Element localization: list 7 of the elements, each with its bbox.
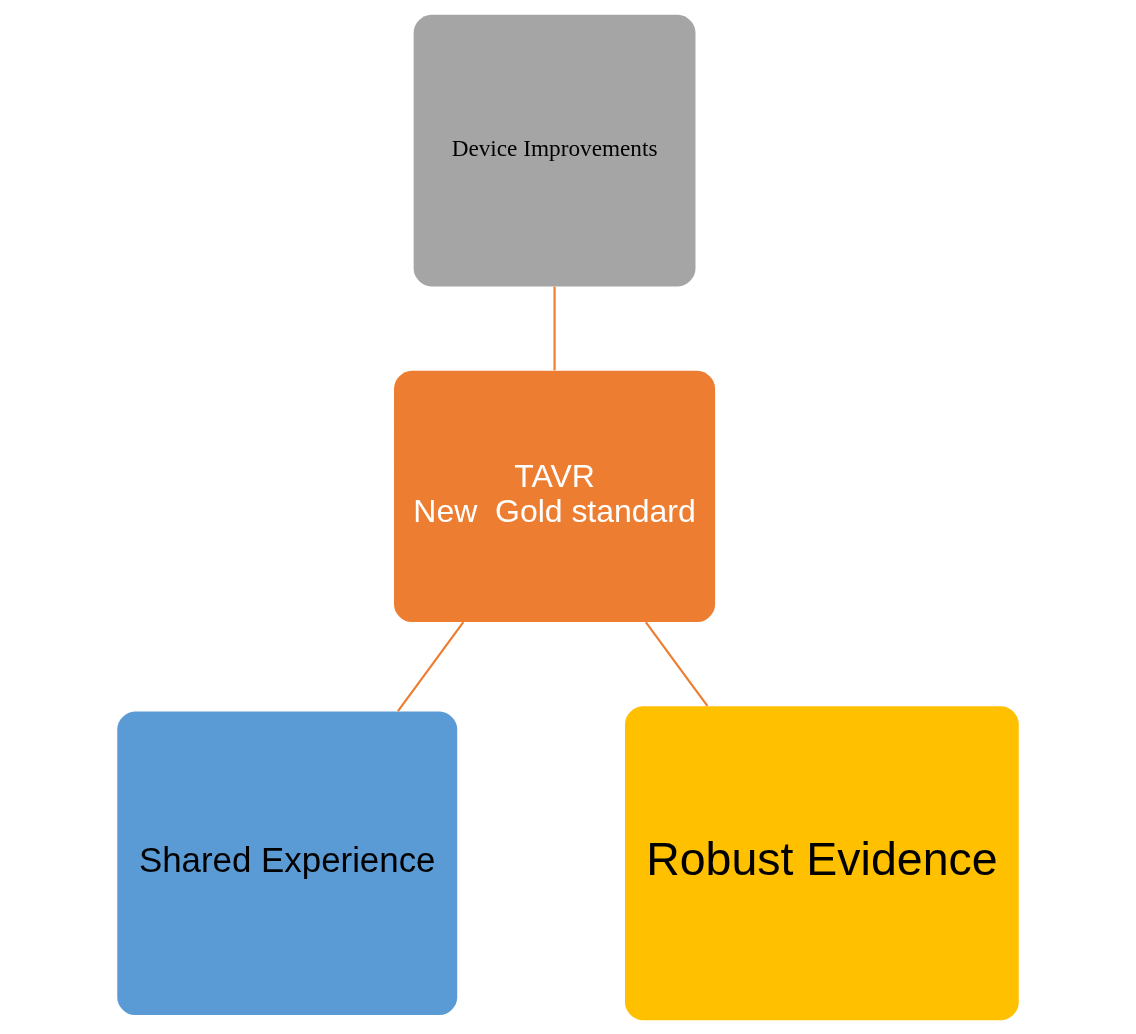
- node-box: Device Improvements: [413, 14, 696, 286]
- connector: [553, 286, 556, 370]
- node-box: TAVR New Gold standard: [394, 370, 716, 622]
- connector: [644, 620, 709, 707]
- connector: [397, 620, 465, 712]
- node-box: Robust Evidence: [625, 705, 1019, 1020]
- node-box: Shared Experience: [117, 710, 458, 1015]
